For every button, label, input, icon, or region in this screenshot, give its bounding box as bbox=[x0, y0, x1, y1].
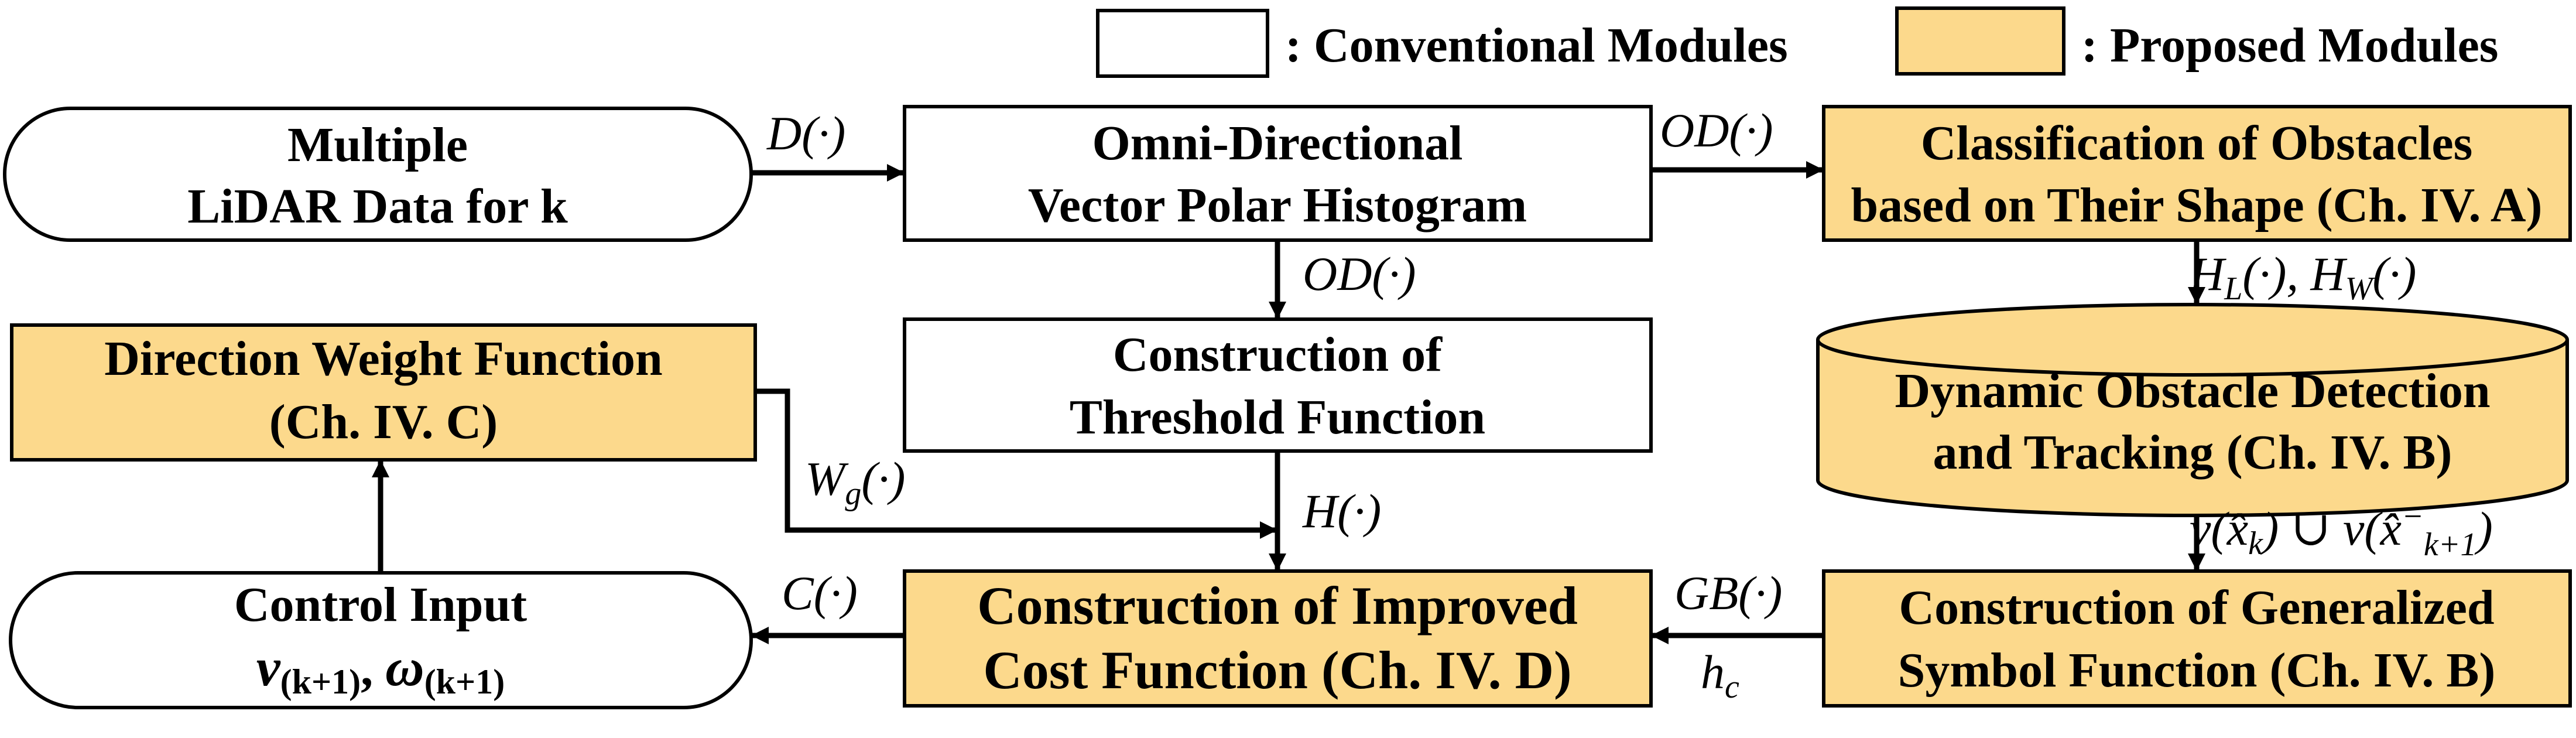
label-hc: hc bbox=[1701, 645, 1739, 705]
node-direction-line1: Direction Weight Function bbox=[104, 332, 663, 386]
node-ovph-line2: Vector Polar Histogram bbox=[1028, 178, 1527, 233]
label-nu: ν(x̂k) ∪ ν(x̂−k+1) bbox=[2190, 498, 2493, 563]
edge-direction-to-cost bbox=[755, 388, 1277, 539]
node-cost: Construction of Improved Cost Function (… bbox=[903, 569, 1653, 708]
node-direction: Direction Weight Function (Ch. IV. C) bbox=[10, 323, 757, 462]
label-d: D(·) bbox=[766, 107, 845, 160]
node-ovph: Omni-Directional Vector Polar Histogram bbox=[903, 105, 1653, 242]
node-control-line2: v(k+1), ω(k+1) bbox=[256, 637, 505, 701]
node-control-line1: Control Input bbox=[234, 578, 527, 632]
node-control: Control Input v(k+1), ω(k+1) bbox=[9, 571, 753, 709]
node-dynamic-line1: Dynamic Obstacle Detection bbox=[1895, 364, 2490, 418]
label-c: C(·) bbox=[782, 566, 858, 620]
label-od-down: OD(·) bbox=[1303, 247, 1416, 300]
legend: : Conventional Modules : Proposed Module… bbox=[1096, 6, 2498, 78]
node-cost-line1: Construction of Improved bbox=[977, 576, 1578, 636]
node-cost-line2: Cost Function (Ch. IV. D) bbox=[983, 640, 1571, 700]
node-threshold-line2: Threshold Function bbox=[1070, 390, 1485, 445]
node-threshold-line1: Construction of bbox=[1113, 327, 1443, 382]
node-classify: Classification of Obstacles based on The… bbox=[1822, 105, 2572, 242]
node-classify-line1: Classification of Obstacles bbox=[1921, 116, 2473, 170]
legend-conventional-label: : Conventional Modules bbox=[1285, 18, 1788, 73]
connectors bbox=[372, 161, 2205, 644]
node-classify-line2: based on Their Shape (Ch. IV. A) bbox=[1851, 178, 2542, 233]
label-hl-hw: HL(·), HW(·) bbox=[2189, 247, 2417, 307]
node-lidar: Multiple LiDAR Data for k bbox=[3, 107, 753, 242]
node-gsf-line1: Construction of Generalized bbox=[1899, 580, 2494, 635]
legend-proposed-swatch bbox=[1895, 6, 2065, 76]
label-h: H(·) bbox=[1302, 484, 1381, 538]
node-lidar-line2: LiDAR Data for k bbox=[187, 179, 568, 234]
node-threshold: Construction of Threshold Function bbox=[903, 317, 1653, 453]
node-gsf: Construction of Generalized Symbol Funct… bbox=[1822, 569, 2572, 708]
label-wg: Wg(·) bbox=[805, 452, 905, 512]
legend-proposed-label: : Proposed Modules bbox=[2081, 18, 2498, 73]
node-dynamic-line2: and Tracking (Ch. IV. B) bbox=[1933, 425, 2452, 480]
legend-conventional-swatch bbox=[1096, 9, 1269, 78]
edge-labels: D(·) OD(·) OD(·) HL(·), HW(·) Wg(·) H(·)… bbox=[766, 104, 2493, 705]
node-gsf-line2: Symbol Function (Ch. IV. B) bbox=[1898, 643, 2496, 698]
node-dynamic: Dynamic Obstacle Detection and Tracking … bbox=[1816, 303, 2569, 517]
node-lidar-line1: Multiple bbox=[287, 118, 468, 172]
label-gb: GB(·) bbox=[1674, 566, 1782, 620]
node-ovph-line1: Omni-Directional bbox=[1092, 116, 1462, 170]
label-od-right: OD(·) bbox=[1660, 104, 1773, 157]
node-direction-line2: (Ch. IV. C) bbox=[269, 395, 498, 449]
